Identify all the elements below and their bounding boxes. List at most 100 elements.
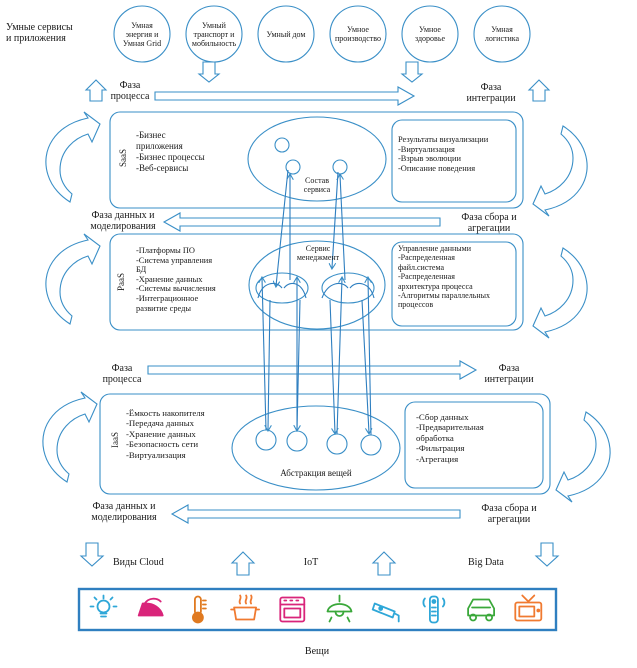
iaas-left_items-item: -Виртуализация	[126, 449, 186, 460]
saas-right_items-item: -Описание поведения	[398, 163, 476, 173]
paas-left_items-item: -Системы вычисления	[136, 284, 216, 294]
phase-integration-low: Фаза интеграции	[484, 363, 534, 385]
service-label-health: Умное здоровье	[414, 25, 446, 43]
service-label-production: Умное производство	[334, 25, 382, 43]
up-arrow	[84, 79, 108, 102]
things-icon-bar	[77, 587, 558, 632]
curve-arrow-left	[45, 233, 101, 325]
saas-right-list: Результаты визуализации-Виртуализация-Вз…	[398, 135, 488, 173]
paas-box	[109, 233, 524, 331]
iaas-small-circle	[255, 429, 277, 451]
curve-arrow-left	[45, 111, 101, 203]
iaas-left_items-item: -Безопасность сети	[126, 439, 199, 450]
saas-center-ellipse	[247, 116, 387, 202]
saas-left_items-item: приложения	[136, 141, 183, 151]
paas-left_items-item: БД	[136, 265, 147, 275]
phase-process-top: Фаза процесса	[110, 80, 150, 102]
car-icon	[467, 598, 495, 622]
saas-layer-label: SaaS	[118, 149, 128, 167]
iaas-small-circle	[286, 430, 308, 452]
connector-line	[297, 299, 300, 430]
paas-layer-label: PaaS	[116, 273, 126, 291]
security-camera-icon	[371, 602, 400, 623]
connector-line	[340, 175, 346, 281]
down-arrow	[197, 61, 221, 83]
curve-arrow-right	[555, 411, 611, 503]
service-circle	[473, 5, 531, 63]
iaas-left_items-item: -Передача данных	[126, 418, 195, 429]
service-label-transport: Умный транспорт и мобильность	[191, 20, 237, 48]
saas-right_items-item: -Виртуализация	[398, 144, 455, 154]
connector-curve	[321, 282, 349, 299]
paas-right_items-item: архитектура процесса	[398, 281, 473, 291]
down-arrow	[400, 61, 424, 83]
phase-collection-mid: Фаза сбора и агрегации	[461, 212, 517, 234]
paas-right_items-item: файл.система	[398, 262, 444, 272]
ceiling-lamp-icon	[326, 594, 353, 623]
things-label: Вещи	[304, 646, 330, 657]
iron-icon	[137, 597, 164, 617]
saas-left_items-item: -Бизнес	[136, 130, 166, 140]
up-arrow	[371, 551, 397, 576]
connector-line	[262, 278, 267, 431]
saas-right-inner	[391, 119, 517, 203]
iot-label: IoT	[303, 557, 319, 568]
data-modeling-arrow-mid	[162, 212, 441, 232]
phase-integration-top: Фаза интеграции	[466, 82, 516, 104]
connector-line	[332, 171, 339, 268]
phase-data-modeling-mid: Фаза данных и моделирования	[90, 210, 156, 232]
thermometer-icon	[191, 595, 207, 624]
paas-right_items-item: -Распределенная	[398, 253, 455, 263]
service-circle	[257, 5, 315, 63]
service-label-logistics: Умная логистика	[484, 25, 520, 43]
cooking-pot-icon	[230, 594, 260, 621]
paas-small-ellipse	[255, 272, 309, 304]
connector-line	[329, 299, 335, 433]
paas-left_items-item: -Хранение данных	[136, 274, 203, 284]
up-arrow	[230, 551, 256, 576]
up-arrow	[527, 79, 551, 102]
iaas-small-circle	[326, 433, 348, 455]
paas-right-inner	[391, 241, 517, 327]
curve-arrow-left	[42, 391, 98, 483]
iaas-left_items-item: -Ёмкость накопителя	[126, 408, 205, 418]
saas-box	[109, 111, 524, 209]
iaas-small-circle	[360, 434, 382, 456]
iaas-right-inner	[404, 401, 544, 489]
down-arrow	[534, 542, 560, 567]
paas-left_items-item: -Платформы ПО	[136, 246, 195, 255]
iaas-left_items-item: -Хранение данных	[126, 428, 196, 439]
paas-small-ellipse	[321, 272, 375, 304]
data-modeling-arrow-bottom	[170, 504, 461, 524]
remote-control-icon	[422, 595, 446, 624]
iaas-center-label: Абстракция вещей	[280, 468, 352, 478]
paas-center-ellipse	[248, 240, 386, 330]
service-label-energy: Умная энергия и Умная Grid	[122, 20, 162, 48]
connector-line	[336, 278, 342, 435]
service-label-home: Умный дом	[266, 29, 306, 39]
process-integration-arrow-top	[154, 86, 416, 106]
iaas-right_items-item: обработка	[416, 432, 454, 443]
paas-left_items-item: развитие среды	[136, 303, 192, 313]
iaas-box	[99, 393, 551, 495]
service-circle	[329, 5, 387, 63]
connector-curve	[349, 282, 375, 299]
paas-center-label: Сервис менеджмент	[296, 244, 340, 262]
iaas-layer-label: IaaS	[110, 432, 120, 448]
phase-collection-bottom: Фаза сбора и агрегации	[481, 503, 537, 525]
connector-curve	[257, 282, 283, 299]
iaas-center-ellipse	[231, 405, 401, 491]
process-integration-arrow-low	[147, 360, 478, 380]
iaas-right_items-item: -Агрегация	[416, 453, 459, 464]
curve-arrow-right	[532, 125, 588, 217]
phase-data-modeling-bottom: Фаза данных и моделирования	[91, 501, 157, 523]
saas-left_items-item: -Веб-сервисы	[136, 163, 189, 173]
connector-line	[268, 299, 270, 430]
tv-icon	[514, 594, 543, 622]
paas-right_items-item: Управление данными	[398, 244, 472, 253]
paas-right_items-item: -Алгоритмы параллельных	[398, 291, 491, 301]
